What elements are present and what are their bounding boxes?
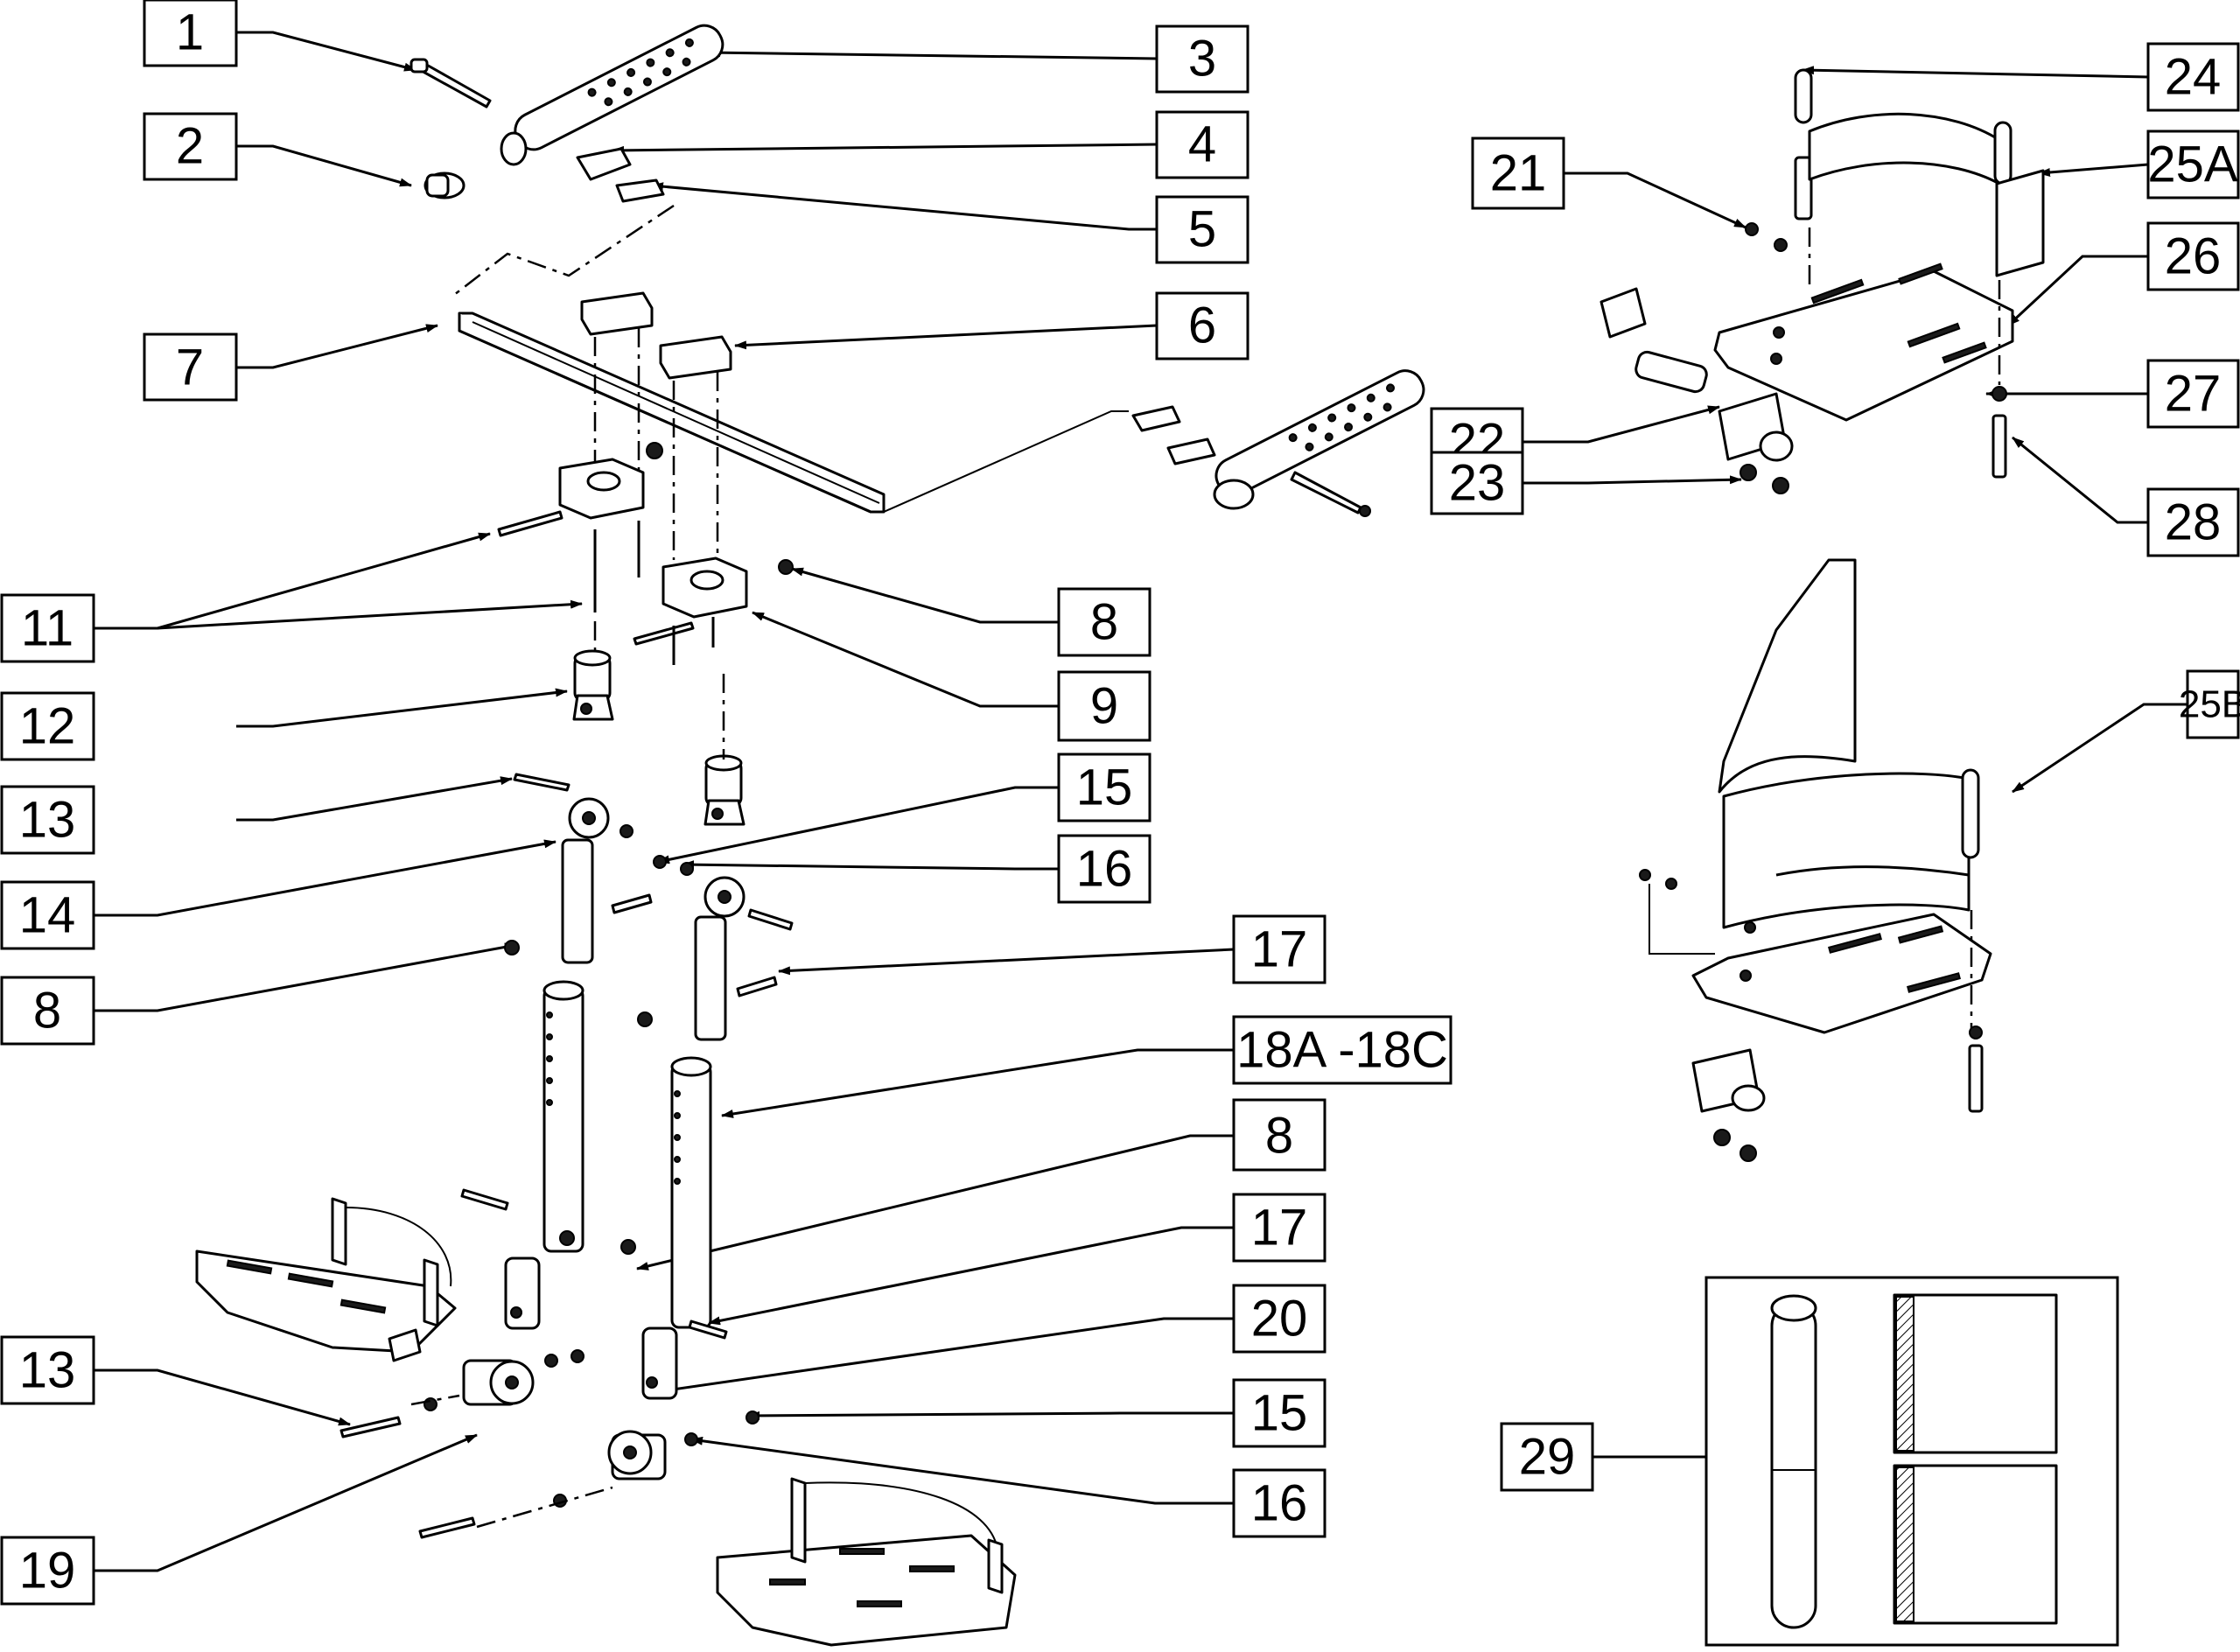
callout-11: 11 xyxy=(0,593,95,663)
callout-2: 2 xyxy=(143,112,238,181)
callout-13-lower-label: 13 xyxy=(19,1342,76,1399)
callout-13-upper-label: 13 xyxy=(19,792,76,849)
callout-11-label: 11 xyxy=(21,600,74,657)
callout-21: 21 xyxy=(1471,136,1565,210)
callout-3: 3 xyxy=(1155,24,1250,94)
callout-7: 7 xyxy=(143,332,238,402)
callout-19: 19 xyxy=(0,1536,95,1606)
clamp-bodies xyxy=(497,442,794,665)
callout-25a: 25A xyxy=(2146,130,2240,200)
callout-16-lower: 16 xyxy=(1232,1468,1326,1538)
cross-bar xyxy=(458,312,1129,514)
callout-1-label: 1 xyxy=(176,4,204,61)
callout-15-upper-label: 15 xyxy=(1076,760,1133,816)
callout-9-label: 9 xyxy=(1090,678,1118,735)
footplate-lower xyxy=(716,1477,1017,1647)
callout-20-label: 20 xyxy=(1251,1291,1308,1348)
callout-15-lower: 15 xyxy=(1232,1378,1326,1448)
callout-8-upper: 8 xyxy=(1057,587,1152,657)
callout-6-label: 6 xyxy=(1188,298,1216,354)
callout-29-label: 29 xyxy=(1519,1429,1576,1486)
swing-away-joints xyxy=(340,1349,760,1539)
callout-27-label: 27 xyxy=(2165,366,2222,423)
footplate-upper-right xyxy=(1600,68,2045,494)
callout-7-label: 7 xyxy=(176,340,204,396)
callout-21-label: 21 xyxy=(1490,145,1547,202)
callout-16-upper: 16 xyxy=(1057,834,1152,904)
swivel-receivers xyxy=(572,621,746,826)
callout-26: 26 xyxy=(2146,221,2240,291)
callout-25b: 25B xyxy=(2179,669,2240,739)
callout-20: 20 xyxy=(1232,1284,1326,1354)
callout-8-middle: 8 xyxy=(1232,1098,1326,1172)
footplate-left xyxy=(195,1197,457,1362)
callout-27: 27 xyxy=(2146,359,2240,429)
hanger-tube-assembly-upper xyxy=(410,24,724,298)
callout-25b-label: 25B xyxy=(2179,683,2240,726)
callout-8-left-label: 8 xyxy=(33,983,61,1040)
callout-1: 1 xyxy=(143,0,238,67)
callout-9: 9 xyxy=(1057,670,1152,742)
callout-6: 6 xyxy=(1155,291,1250,360)
callout-23-label: 23 xyxy=(1449,455,1506,512)
callout-5: 5 xyxy=(1155,195,1250,264)
clamp-blocks xyxy=(580,291,732,560)
callout-15-upper: 15 xyxy=(1057,752,1152,822)
callout-28-label: 28 xyxy=(2165,494,2222,551)
callout-18a-18c: 18A -18C xyxy=(1232,1015,1452,1085)
callout-13-lower: 13 xyxy=(0,1335,95,1405)
callout-8-middle-label: 8 xyxy=(1265,1108,1293,1165)
callout-13-upper: 13 xyxy=(0,785,95,855)
callout-25a-label: 25A xyxy=(2147,136,2238,193)
support-tubes xyxy=(460,980,728,1400)
footplate-calf-strap xyxy=(1639,558,1992,1162)
leader-lines xyxy=(94,31,2188,1572)
callout-3-label: 3 xyxy=(1188,31,1216,88)
callout-17-upper: 17 xyxy=(1232,914,1326,984)
callout-8-upper-label: 8 xyxy=(1090,594,1118,651)
callout-19-label: 19 xyxy=(19,1543,76,1600)
callout-18a-18c-label: 18A -18C xyxy=(1236,1022,1448,1079)
callout-14: 14 xyxy=(0,880,95,950)
kit-box xyxy=(1704,1276,2119,1647)
callout-16-lower-label: 16 xyxy=(1251,1475,1308,1532)
callout-12-label: 12 xyxy=(19,698,76,755)
callout-23: 23 xyxy=(1430,451,1524,515)
callout-17-lower: 17 xyxy=(1232,1193,1326,1263)
hanger-arms xyxy=(504,773,794,1041)
callout-17-upper-label: 17 xyxy=(1251,921,1308,978)
callout-15-lower-label: 15 xyxy=(1251,1385,1308,1442)
callout-29: 29 xyxy=(1500,1422,1594,1492)
callout-4: 4 xyxy=(1155,110,1250,179)
callout-2-label: 2 xyxy=(176,118,204,175)
callout-26-label: 26 xyxy=(2165,228,2222,285)
callout-24: 24 xyxy=(2146,42,2240,112)
hanger-tube-assembly-right xyxy=(1131,369,1425,517)
callout-4-label: 4 xyxy=(1188,116,1216,173)
callout-5-label: 5 xyxy=(1188,201,1216,258)
callout-16-upper-label: 16 xyxy=(1076,841,1133,898)
callout-24-label: 24 xyxy=(2165,49,2222,106)
callout-28: 28 xyxy=(2146,487,2240,557)
callout-8-left: 8 xyxy=(0,976,95,1046)
callout-12: 12 xyxy=(0,691,95,761)
callout-17-lower-label: 17 xyxy=(1251,1200,1308,1256)
callout-14-label: 14 xyxy=(19,887,76,944)
